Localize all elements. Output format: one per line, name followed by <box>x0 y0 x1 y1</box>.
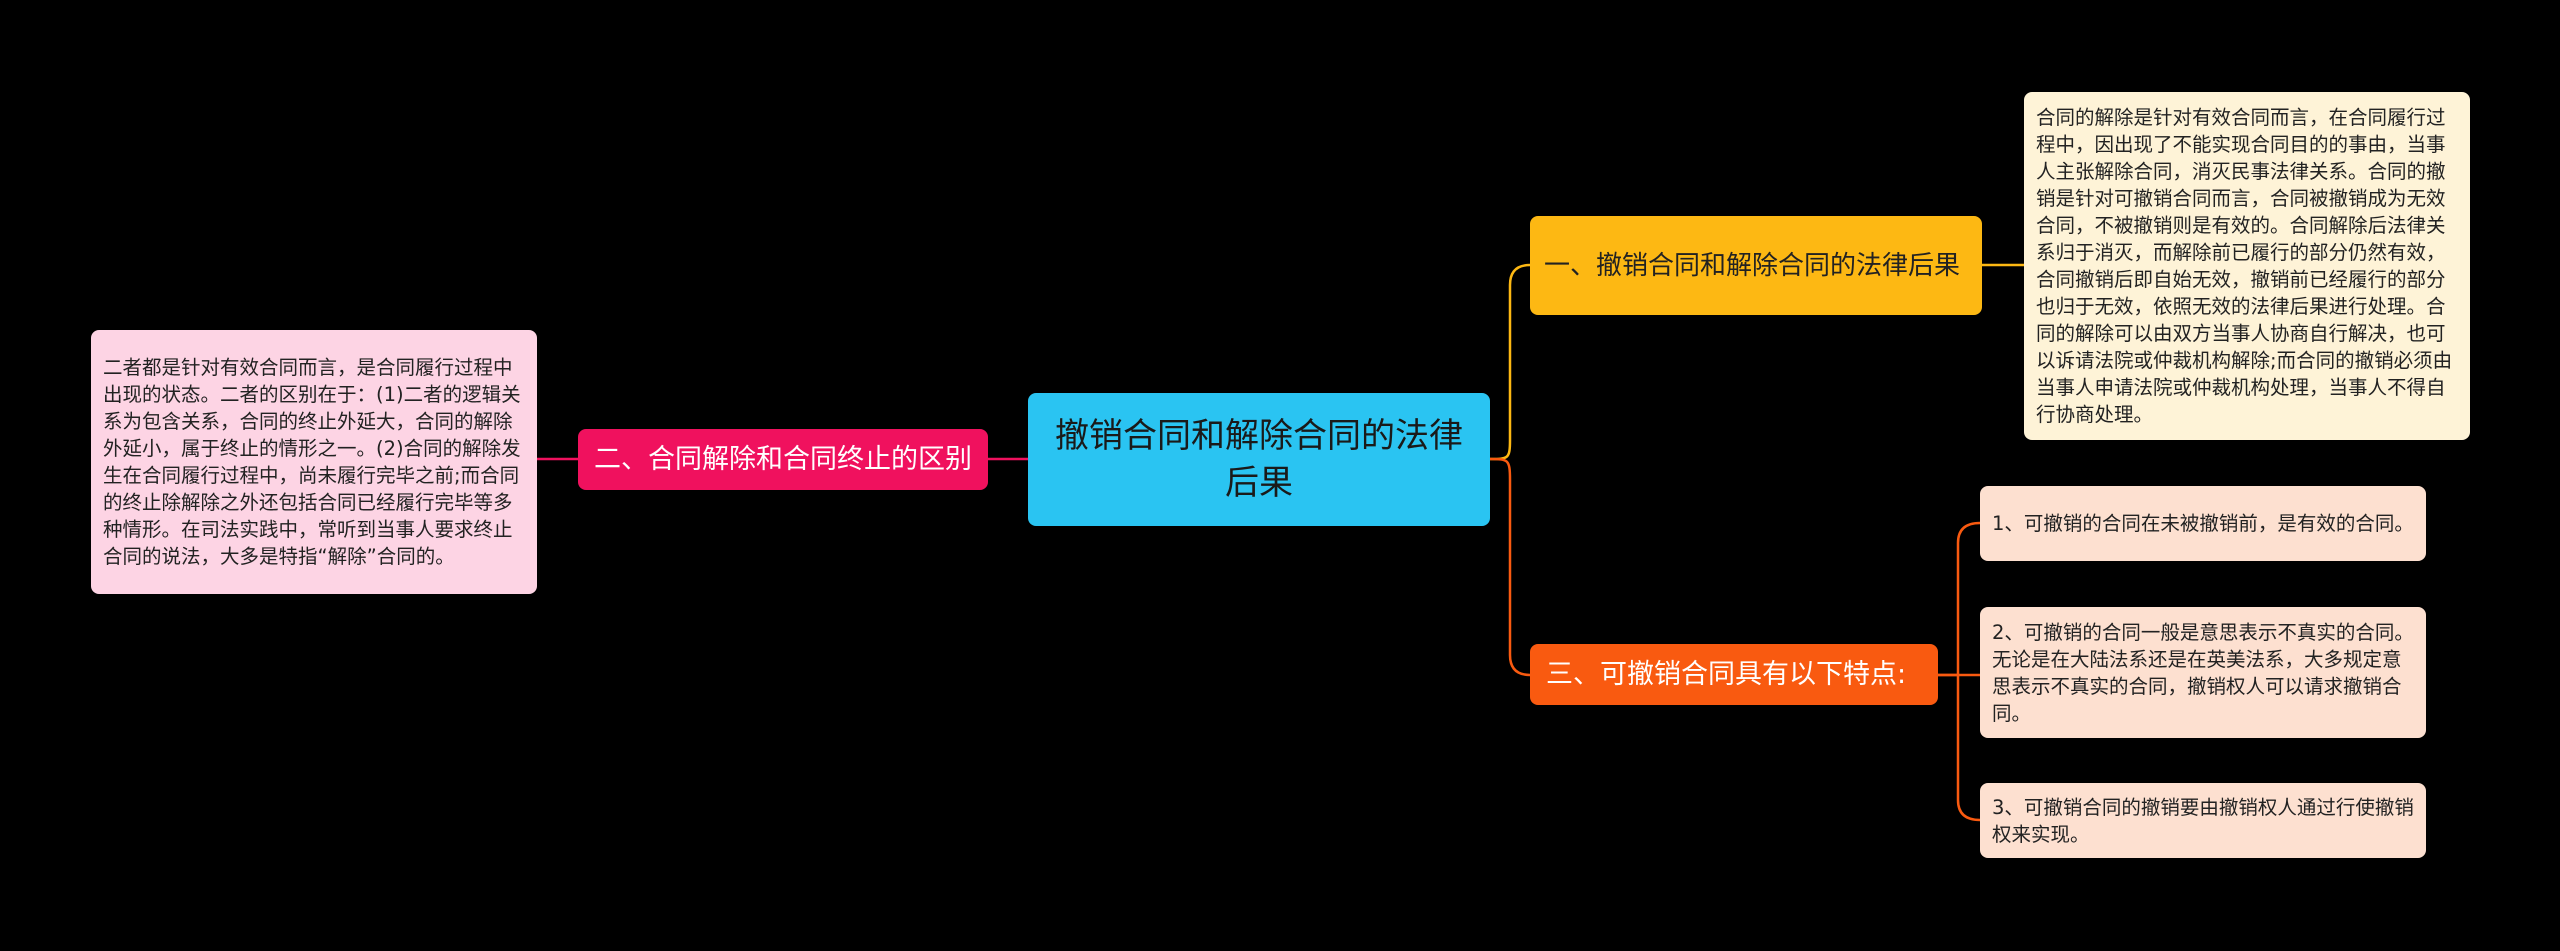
root-topic[interactable]: 撤销合同和解除合同的法律后果 <box>1028 393 1490 526</box>
branch-topic-1[interactable]: 一、撤销合同和解除合同的法律后果 <box>1530 216 1982 315</box>
branch-1-detail-note[interactable]: 合同的解除是针对有效合同而言，在合同履行过程中，因出现了不能实现合同目的的事由，… <box>2024 92 2470 440</box>
branch-3-item-2-text: 2、可撤销的合同一般是意思表示不真实的合同。无论是在大陆法系还是在英美法系，大多… <box>1992 620 2414 725</box>
branch-topic-3[interactable]: 三、可撤销合同具有以下特点: <box>1530 644 1938 705</box>
connector-root-b1 <box>1489 263 1531 461</box>
branch-topic-1-label: 一、撤销合同和解除合同的法律后果 <box>1544 250 1961 281</box>
connector-root-b3 <box>1489 457 1531 677</box>
connector-b3-l3a <box>1938 521 1981 677</box>
branch-2-detail-text: 二者都是针对有效合同而言，是合同履行过程中出现的状态。二者的区别在于：(1)二者… <box>103 356 521 568</box>
branch-topic-3-label: 三、可撤销合同具有以下特点: <box>1546 658 1907 690</box>
branch-topic-2-label: 二、合同解除和合同终止的区别 <box>594 443 972 475</box>
branch-3-item-1-text: 1、可撤销的合同在未被撤销前，是有效的合同。 <box>1992 512 2414 535</box>
branch-3-item-3-text: 3、可撤销合同的撤销要由撤销权人通过行使撤销权来实现。 <box>1992 795 2414 846</box>
connector-b3-l3c <box>1956 675 1981 822</box>
branch-3-item-2[interactable]: 2、可撤销的合同一般是意思表示不真实的合同。无论是在大陆法系还是在英美法系，大多… <box>1980 607 2426 738</box>
branch-topic-2[interactable]: 二、合同解除和合同终止的区别 <box>578 429 988 490</box>
branch-3-item-3[interactable]: 3、可撤销合同的撤销要由撤销权人通过行使撤销权来实现。 <box>1980 783 2426 858</box>
root-topic-label: 撤销合同和解除合同的法律后果 <box>1055 415 1463 503</box>
branch-1-detail-text: 合同的解除是针对有效合同而言，在合同履行过程中，因出现了不能实现合同目的的事由，… <box>2036 106 2453 426</box>
branch-3-item-1[interactable]: 1、可撤销的合同在未被撤销前，是有效的合同。 <box>1980 486 2426 561</box>
branch-2-detail-note[interactable]: 二者都是针对有效合同而言，是合同履行过程中出现的状态。二者的区别在于：(1)二者… <box>91 330 537 594</box>
